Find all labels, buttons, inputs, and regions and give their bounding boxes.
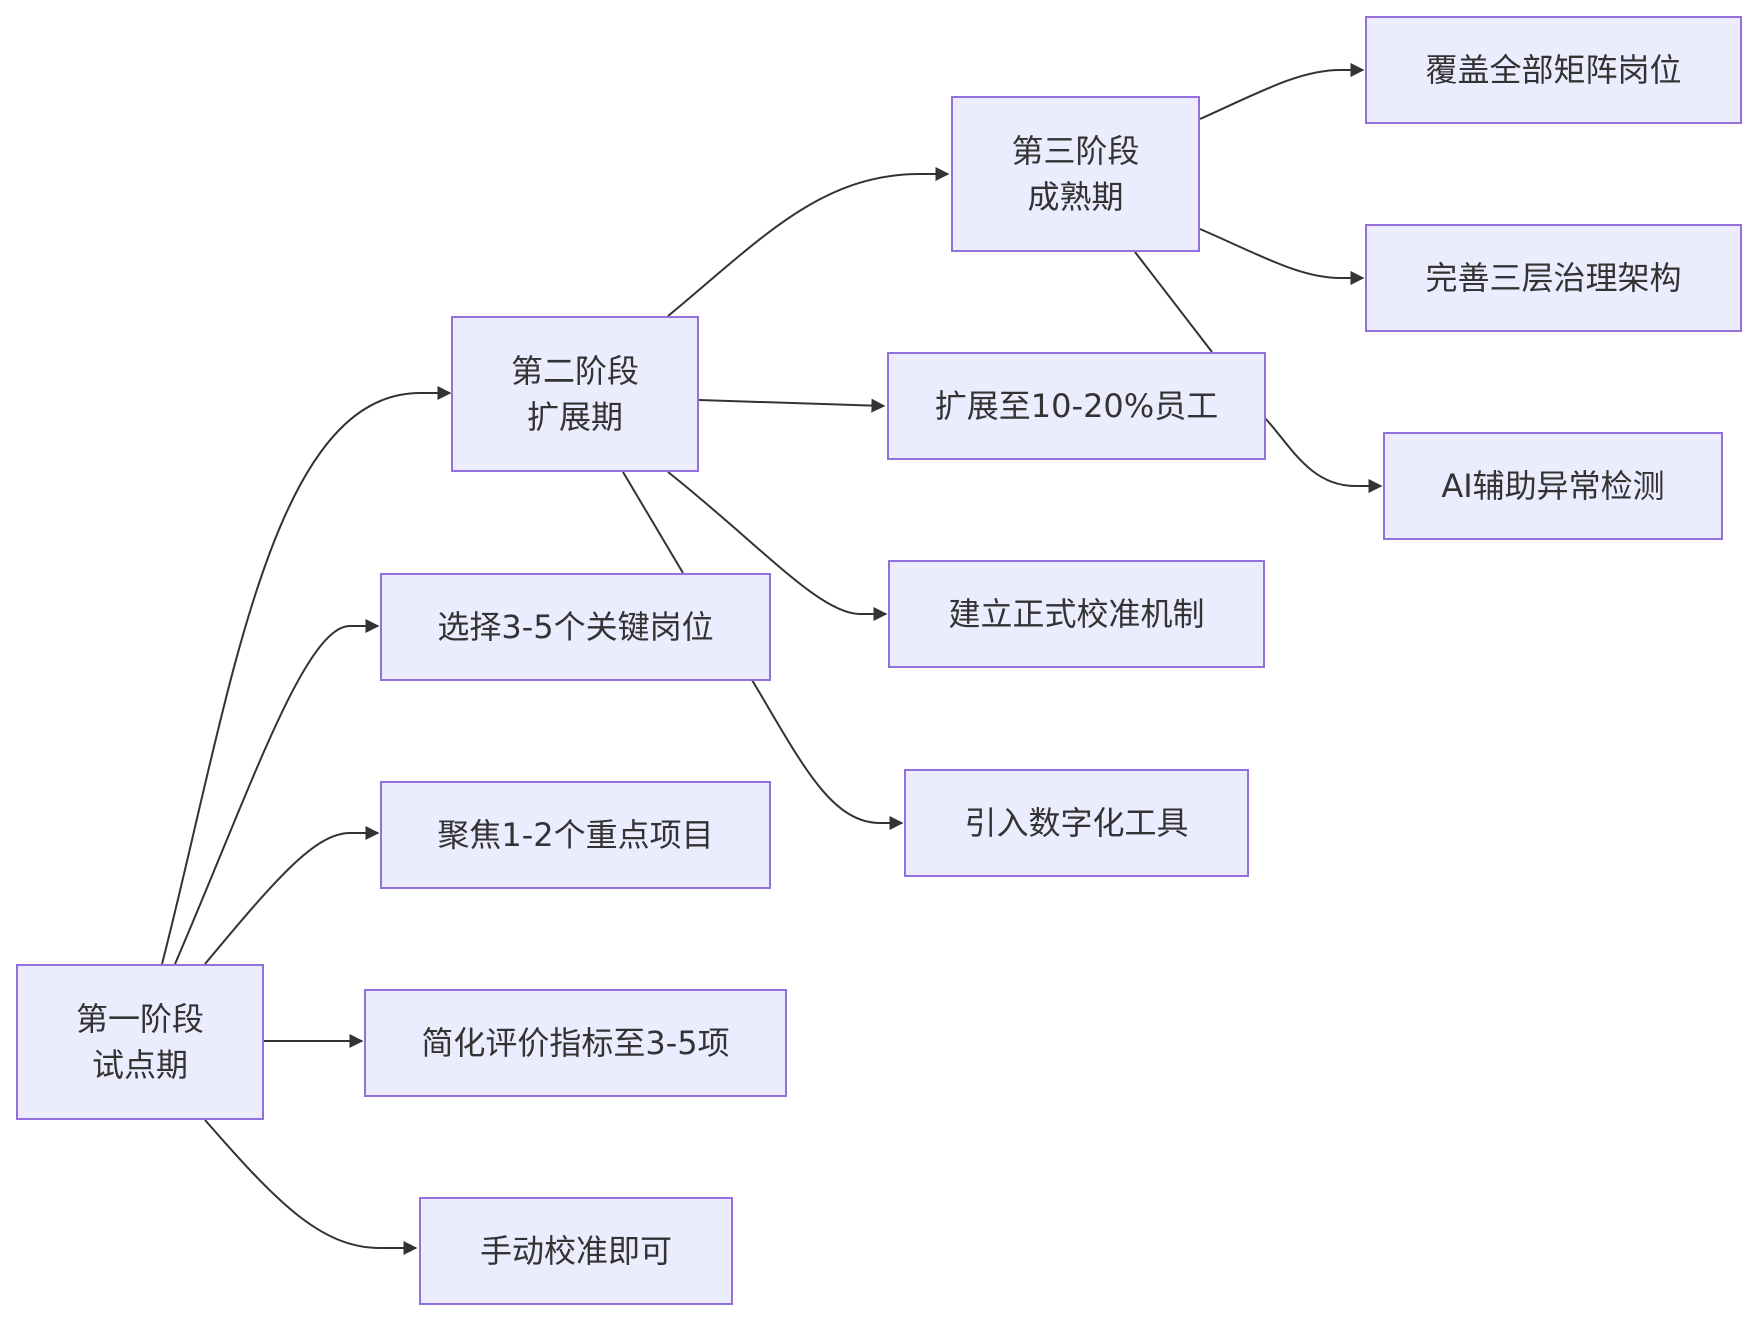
node-digital-tools: 引入数字化工具 bbox=[904, 769, 1249, 877]
node-phase2: 第二阶段 扩展期 bbox=[451, 316, 699, 472]
node-focus-projects: 聚焦1-2个重点项目 bbox=[380, 781, 771, 889]
node-cover-matrix-positions: 覆盖全部矩阵岗位 bbox=[1365, 16, 1742, 124]
node-phase2-subtitle: 扩展期 bbox=[526, 398, 623, 436]
node-select-key-positions-label: 选择3-5个关键岗位 bbox=[437, 608, 714, 646]
node-manual-calibration: 手动校准即可 bbox=[419, 1197, 733, 1305]
node-phase1-subtitle: 试点期 bbox=[91, 1046, 188, 1084]
node-expand-employees-label: 扩展至10-20%员工 bbox=[934, 387, 1219, 425]
node-simplify-metrics-label: 简化评价指标至3-5项 bbox=[421, 1024, 730, 1062]
node-manual-calibration-label: 手动校准即可 bbox=[479, 1232, 672, 1270]
edge-phase1-to-focus bbox=[204, 826, 380, 965]
node-governance-structure: 完善三层治理架构 bbox=[1365, 224, 1742, 332]
edge-phase2-to-phase3 bbox=[667, 167, 950, 317]
node-expand-employees: 扩展至10-20%员工 bbox=[887, 352, 1266, 460]
edge-phase2-to-calibration bbox=[667, 471, 888, 621]
node-focus-projects-label: 聚焦1-2个重点项目 bbox=[437, 816, 714, 854]
edge-phase2-to-expand bbox=[698, 398, 886, 413]
node-phase3-title: 第三阶段 bbox=[1011, 132, 1140, 170]
edge-phase1-to-select bbox=[174, 619, 380, 965]
node-phase2-title: 第二阶段 bbox=[510, 352, 639, 390]
edge-phase3-to-ai bbox=[1134, 251, 1381, 486]
node-ai-anomaly-detection: AI辅助异常检测 bbox=[1383, 432, 1723, 540]
node-select-key-positions: 选择3-5个关键岗位 bbox=[380, 573, 771, 681]
edge-phase2-to-digital bbox=[622, 471, 902, 823]
node-phase3: 第三阶段 成熟期 bbox=[951, 96, 1200, 252]
node-cover-matrix-positions-label: 覆盖全部矩阵岗位 bbox=[1425, 51, 1682, 89]
node-formal-calibration: 建立正式校准机制 bbox=[888, 560, 1265, 668]
node-digital-tools-label: 引入数字化工具 bbox=[964, 804, 1189, 842]
edge-phase1-to-manual bbox=[204, 1119, 418, 1255]
node-phase1: 第一阶段 试点期 bbox=[16, 964, 264, 1120]
edge-phase1-to-phase2 bbox=[161, 386, 452, 965]
edge-phase3-to-cover bbox=[1199, 63, 1365, 120]
node-simplify-metrics: 简化评价指标至3-5项 bbox=[364, 989, 787, 1097]
edge-phase3-to-governance bbox=[1199, 228, 1365, 285]
node-phase3-subtitle: 成熟期 bbox=[1027, 178, 1124, 216]
node-governance-structure-label: 完善三层治理架构 bbox=[1425, 259, 1682, 297]
node-ai-anomaly-detection-label: AI辅助异常检测 bbox=[1441, 467, 1665, 505]
node-formal-calibration-label: 建立正式校准机制 bbox=[948, 595, 1205, 633]
node-phase1-title: 第一阶段 bbox=[75, 1000, 204, 1038]
